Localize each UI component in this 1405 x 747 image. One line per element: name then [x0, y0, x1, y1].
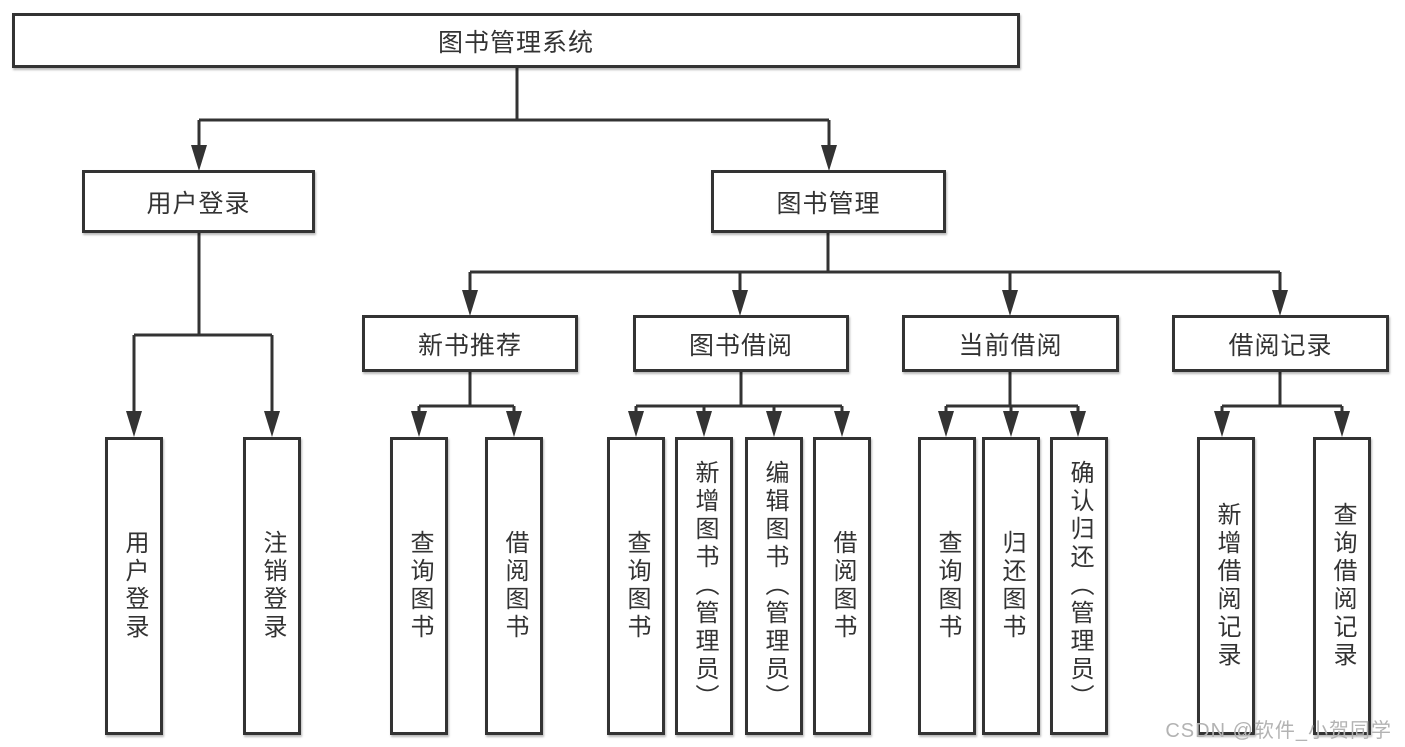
leaf-borrow-books-recommend: 借阅图书 — [485, 437, 543, 735]
arrowhead — [191, 145, 207, 171]
arrowhead — [1214, 411, 1230, 437]
leaf-label: 新增借阅记录 — [1213, 502, 1240, 670]
leaf-label: 注销登录 — [259, 530, 286, 642]
arrowhead — [696, 411, 712, 437]
leaf-add-borrow-record: 新增借阅记录 — [1197, 437, 1255, 735]
leaf-add-book-admin: 新增图书（管理员） — [675, 437, 733, 735]
arrowhead — [821, 145, 837, 171]
connector-current-group — [944, 372, 1080, 413]
leaf-query-books-current: 查询图书 — [918, 437, 976, 735]
node-book-borrow: 图书借阅 — [633, 315, 849, 372]
arrowhead — [1003, 411, 1019, 437]
leaf-label: 查询图书 — [406, 530, 433, 642]
arrowhead — [1334, 411, 1350, 437]
arrowhead — [1002, 290, 1018, 316]
connector-level1 — [197, 68, 831, 148]
node-new-book-recommend: 新书推荐 — [362, 315, 578, 372]
leaf-query-books-recommend: 查询图书 — [390, 437, 448, 735]
leaf-label: 新增图书（管理员） — [691, 460, 718, 712]
arrowhead — [766, 411, 782, 437]
leaf-label: 查询图书 — [623, 530, 650, 642]
arrowhead — [732, 290, 748, 316]
arrowhead — [834, 411, 850, 437]
leaf-borrow-books: 借阅图书 — [813, 437, 871, 735]
leaf-logout: 注销登录 — [243, 437, 301, 735]
arrowhead — [462, 290, 478, 316]
arrowhead — [938, 411, 954, 437]
arrowhead — [1272, 290, 1288, 316]
leaf-label: 借阅图书 — [829, 530, 856, 642]
leaf-label: 确认归还（管理员） — [1066, 460, 1093, 712]
arrowhead — [411, 411, 427, 437]
leaf-label: 用户登录 — [121, 530, 148, 642]
leaf-confirm-return-admin: 确认归还（管理员） — [1050, 437, 1108, 735]
connector-login-group — [132, 233, 274, 413]
arrowhead — [264, 411, 280, 437]
connector-recommend-group — [417, 372, 516, 413]
leaf-label: 编辑图书（管理员） — [761, 460, 788, 712]
leaf-label: 归还图书 — [998, 530, 1025, 642]
arrowhead — [506, 411, 522, 437]
leaf-label: 查询借阅记录 — [1329, 502, 1356, 670]
leaf-return-book: 归还图书 — [982, 437, 1040, 735]
node-book-management: 图书管理 — [711, 170, 946, 233]
arrowhead — [628, 411, 644, 437]
connector-level2 — [468, 233, 1282, 293]
node-library-management-system: 图书管理系统 — [12, 13, 1020, 68]
leaf-query-books-borrow: 查询图书 — [607, 437, 665, 735]
leaf-edit-book-admin: 编辑图书（管理员） — [745, 437, 803, 735]
node-current-borrow: 当前借阅 — [902, 315, 1119, 372]
leaf-query-borrow-record: 查询借阅记录 — [1313, 437, 1371, 735]
node-user-login: 用户登录 — [82, 170, 315, 233]
arrowhead — [1070, 411, 1086, 437]
leaf-label: 借阅图书 — [501, 530, 528, 642]
node-borrow-records: 借阅记录 — [1172, 315, 1389, 372]
connector-borrow-group — [634, 372, 844, 413]
connector-record-group — [1220, 372, 1344, 413]
leaf-user-login: 用户登录 — [105, 437, 163, 735]
csdn-watermark: CSDN @软件_小贺同学 — [1165, 720, 1392, 742]
arrowhead — [126, 411, 142, 437]
leaf-label: 查询图书 — [934, 530, 961, 642]
